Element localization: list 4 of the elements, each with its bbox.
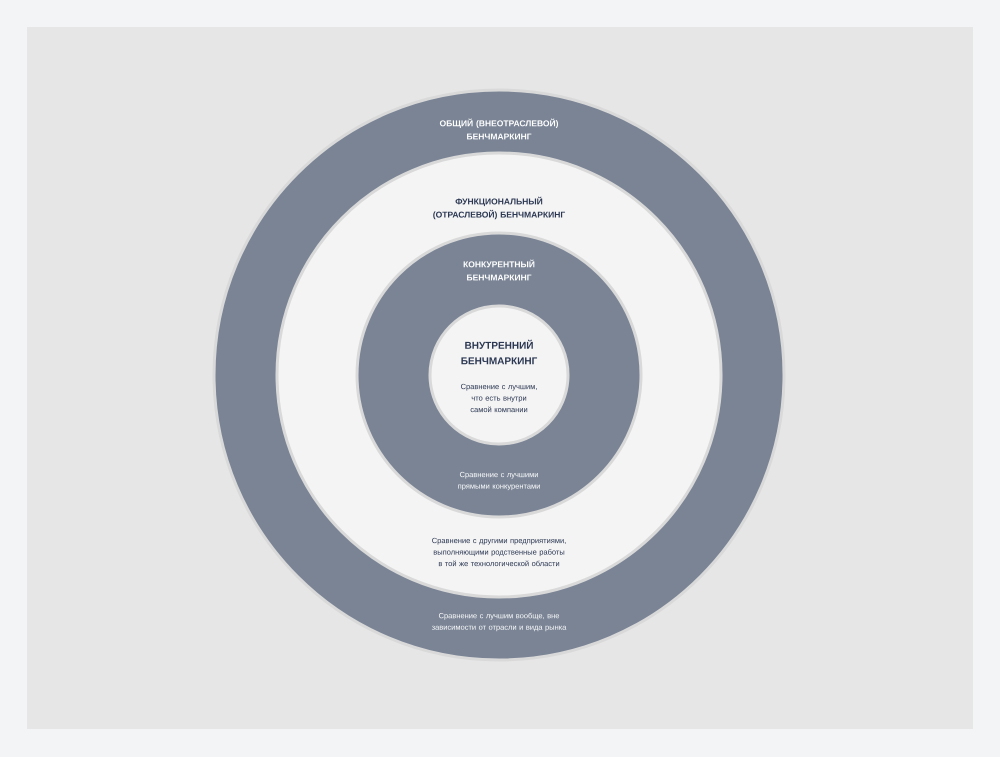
ring-heading: ВНУТРЕННИЙ БЕНЧМАРКИНГ xyxy=(461,340,538,364)
ring-heading: ФУНКЦИОНАЛЬНЫЙ (ОТРАСЛЕВОЙ) БЕНЧМАРКИНГ xyxy=(433,196,566,220)
ring-heading: ОБЩИЙ (ВНЕОТРАСЛЕВОЙ) БЕНЧМАРКИНГ xyxy=(440,118,558,140)
ring-heading: КОНКУРЕНТНЫЙ БЕНЧМАРКИНГ xyxy=(464,260,534,280)
